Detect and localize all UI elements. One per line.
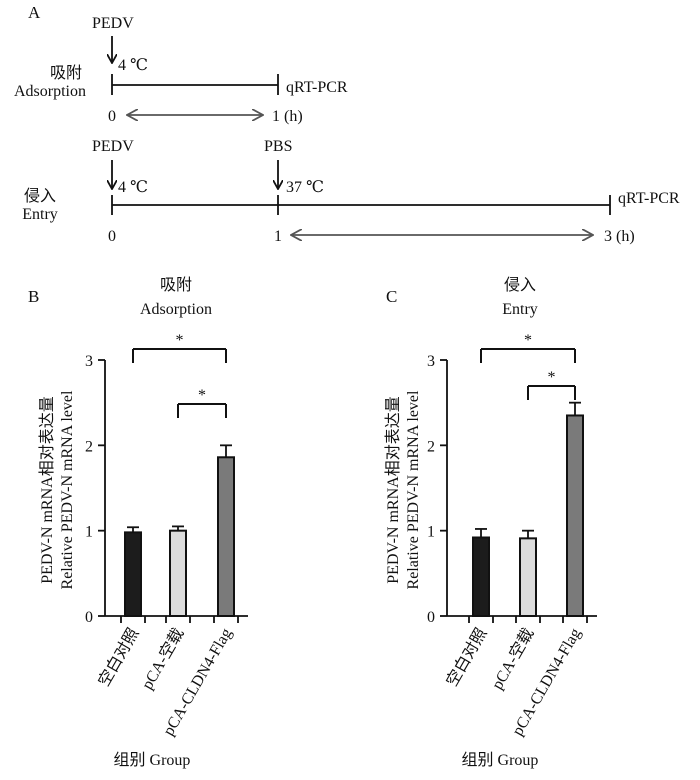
panel-b-bar xyxy=(169,529,187,618)
panel-c-label: C xyxy=(386,287,397,306)
panel-c-bar xyxy=(566,414,584,618)
top-virus-label: PEDV xyxy=(92,15,134,32)
panel-c-y-tick-label: 2 xyxy=(427,438,435,455)
bottom-assay: qRT-PCR xyxy=(618,190,680,207)
panel-c-y-tick-label: 3 xyxy=(427,353,435,370)
panel-a: A PEDV 4 ℃ 吸附 Adsorption qRT-PCR 0 1 (h)… xyxy=(14,3,680,245)
panel-b-category-label: 空白对照 xyxy=(95,625,143,689)
panel-c-ylabel-line1: PEDV-N mRNA相对表达量 xyxy=(384,396,402,583)
panel-b-category-label: pCA-空载 xyxy=(138,625,187,693)
panel-c-significance-label: * xyxy=(548,369,556,386)
bottom-temp2: 37 ℃ xyxy=(286,179,324,196)
panel-c-xlabel: 组别 Group xyxy=(462,751,539,769)
bottom-name-en: Entry xyxy=(22,206,58,223)
panel-b-ylabel-line1: PEDV-N mRNA相对表达量 xyxy=(38,396,56,583)
panel-b-chart: B 吸附 Adsorption PEDV-N mRNA相对表达量 Relativ… xyxy=(28,276,248,769)
bottom-tick-end-label: 3 (h) xyxy=(604,228,635,245)
top-tick-start-label: 0 xyxy=(108,108,116,125)
top-name-cn: 吸附 xyxy=(50,64,82,82)
bottom-name-cn: 侵入 xyxy=(24,187,56,205)
timeline-entry: PEDV 4 ℃ PBS 37 ℃ 侵入 Entry qRT-PCR 0 1 3… xyxy=(22,138,680,245)
bottom-temp: 4 ℃ xyxy=(118,179,148,196)
panel-b-bar xyxy=(124,531,142,618)
bottom-tick-start-label: 0 xyxy=(108,228,116,245)
bottom-wash-label: PBS xyxy=(264,138,292,155)
bottom-tick-mid-label: 1 xyxy=(274,228,282,245)
panel-b-bar xyxy=(217,456,235,617)
bottom-virus-label: PEDV xyxy=(92,138,134,155)
panel-b-significance-label: * xyxy=(198,387,206,404)
panel-b-y-tick-label: 2 xyxy=(85,438,93,455)
panel-c-significance-label: * xyxy=(524,332,532,349)
panel-c-title-cn: 侵入 xyxy=(504,276,536,294)
panel-c-ylabel-line2: Relative PEDV-N mRNA level xyxy=(405,390,422,590)
panel-c-title-en: Entry xyxy=(502,301,538,318)
panel-c-bar xyxy=(472,536,490,618)
panel-b-significance-label: * xyxy=(176,332,184,349)
top-tick-end-label: 1 (h) xyxy=(272,108,303,125)
panel-b-xlabel: 组别 Group xyxy=(114,751,191,769)
panel-c-category-label: pCA-空载 xyxy=(488,625,537,693)
panel-c-bar xyxy=(519,537,537,618)
panel-c-category-label: 空白对照 xyxy=(443,625,491,689)
panel-a-label: A xyxy=(28,3,41,22)
top-name-en: Adsorption xyxy=(14,83,86,100)
top-assay: qRT-PCR xyxy=(286,79,348,96)
top-temp: 4 ℃ xyxy=(118,57,148,74)
panel-c-chart: C 侵入 Entry PEDV-N mRNA相对表达量 Relative PED… xyxy=(384,276,597,769)
panel-b-ylabel-line2: Relative PEDV-N mRNA level xyxy=(59,390,76,590)
panel-b-y-tick-label: 1 xyxy=(85,524,93,541)
panel-c-y-tick-label: 0 xyxy=(427,609,435,626)
panel-b-y-tick-label: 0 xyxy=(85,609,93,626)
panel-b-title-en: Adsorption xyxy=(140,301,212,318)
panel-b-label: B xyxy=(28,287,39,306)
timeline-adsorption: PEDV 4 ℃ 吸附 Adsorption qRT-PCR 0 1 (h) xyxy=(14,15,348,125)
panel-c-y-tick-label: 1 xyxy=(427,524,435,541)
panel-b-title-cn: 吸附 xyxy=(160,276,192,294)
panel-b-y-tick-label: 3 xyxy=(85,353,93,370)
